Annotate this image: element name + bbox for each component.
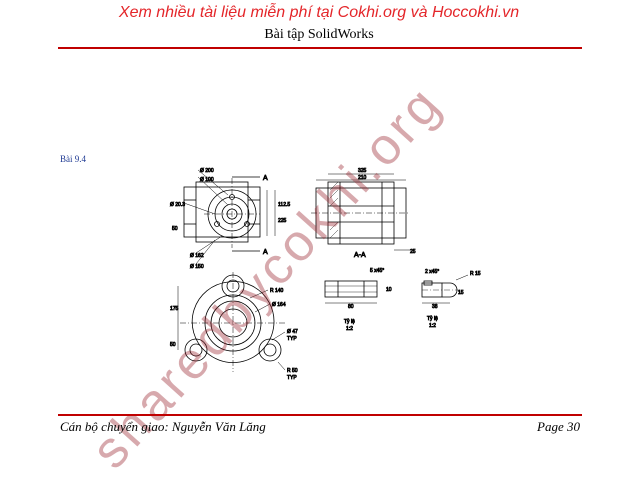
scale-value-nut: 1:2 [346, 326, 353, 332]
dim-side-1: 325 [358, 168, 367, 174]
bottom-view [177, 272, 286, 372]
nut-detail [324, 280, 378, 304]
technical-drawing: Ø 200 Ø 100 Ø 20.3 Ø 162 Ø 150 112.5 225… [170, 168, 482, 382]
dim-bottom-2: Ø 164 [272, 302, 286, 308]
dim-front-8: 50 [172, 226, 178, 232]
header-banner: Xem nhiều tài liệu miễn phí tại Cokhi.or… [118, 4, 520, 21]
section-view [311, 173, 410, 251]
dim-bottom-6: TYP [287, 375, 297, 381]
dim-front-3: Ø 20.3 [170, 202, 185, 208]
dim-bottom-7: 175 [170, 306, 179, 312]
dim-front-5: Ø 150 [190, 264, 204, 270]
dim-bottom-5: R 50 [287, 368, 298, 374]
section-view-label: A-A [354, 252, 366, 259]
footer-divider [58, 414, 582, 416]
document-title: Bài tập SolidWorks [264, 27, 374, 42]
dim-nut-3: 80 [348, 304, 354, 310]
dim-bottom-4: TYP [287, 336, 297, 342]
pin-detail [421, 274, 469, 304]
dim-nut-2: 10 [386, 287, 392, 293]
dim-nut-1: 5 x45° [370, 268, 384, 274]
section-marker-bottom: A [263, 249, 268, 256]
dim-front-4: Ø 162 [190, 253, 204, 259]
dim-bottom-8: 50 [170, 342, 176, 348]
scale-label-nut: Tỷ lệ [344, 318, 355, 325]
exercise-label: Bài 9.4 [60, 154, 86, 164]
page-number: Page 30 [537, 419, 580, 434]
scale-value-pin: 1:2 [429, 323, 436, 329]
dim-pin-4: 38 [432, 304, 438, 310]
front-view [183, 169, 276, 265]
dim-pin-2: R 15 [470, 271, 481, 277]
section-marker-top: A [263, 175, 268, 182]
dim-side-3: 25 [410, 249, 416, 255]
dim-pin-3: 15 [458, 290, 464, 296]
scale-label-pin: Tỷ lệ [427, 315, 438, 322]
dim-front-7: 225 [278, 218, 287, 224]
dim-front-6: 112.5 [278, 202, 290, 208]
dim-pin-1: 2 x45° [425, 269, 439, 275]
header-divider [58, 47, 582, 49]
dim-front-1: Ø 200 [200, 168, 214, 174]
dim-side-2: 210 [358, 175, 367, 181]
dim-front-2: Ø 100 [200, 177, 214, 183]
footer-author: Cán bộ chuyển giao: Nguyễn Văn Lăng [60, 419, 266, 434]
dim-bottom-1: R 140 [270, 288, 284, 294]
dim-bottom-3: Ø 47 [287, 329, 298, 335]
